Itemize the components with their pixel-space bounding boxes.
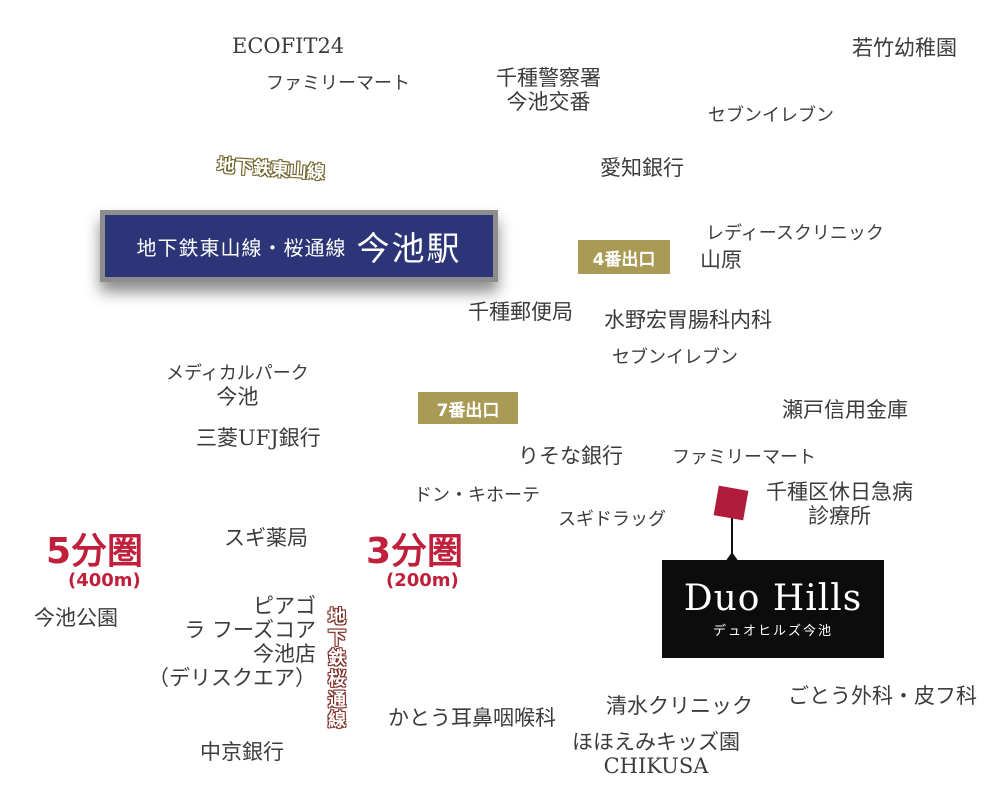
property-pin-stem: [731, 518, 733, 560]
place-familymart-north[interactable]: ファミリーマート: [266, 73, 410, 94]
place-chikusa-post-office[interactable]: 千種郵便局: [468, 300, 573, 324]
property-name: Duo Hills: [683, 577, 863, 619]
place-mufg-bank[interactable]: 三菱UFJ銀行: [196, 426, 321, 450]
sakuradori-line-char: 下: [328, 627, 346, 649]
exit-7-badge[interactable]: 7番出口: [418, 392, 518, 424]
ring-3min-title: 3分圏: [366, 531, 464, 572]
sakuradori-line-char: 桜: [328, 669, 346, 691]
place-chikusa-police[interactable]: 千種警察署 今池交番: [496, 66, 601, 114]
place-line: ほほえみキッズ園: [572, 730, 740, 754]
sakuradori-line-char: 通: [328, 689, 346, 711]
place-chikusa-emergency-clinic[interactable]: 千種区休日急病 診療所: [766, 480, 913, 528]
sakuradori-line-char: 地: [328, 607, 346, 628]
property-pin-icon[interactable]: [713, 485, 749, 521]
place-yamahara[interactable]: 山原: [700, 248, 742, 272]
ring-3min-distance: (200m): [386, 570, 459, 591]
place-seven-eleven-north[interactable]: セブンイレブン: [708, 105, 834, 126]
place-hohoemi-kids[interactable]: ほほえみキッズ園 CHIKUSA: [572, 730, 740, 778]
sakuradori-line-char: 鉄: [328, 648, 346, 670]
place-don-quijote[interactable]: ドン・キホーテ: [414, 485, 540, 506]
place-seto-shinkin-bank[interactable]: 瀬戸信用金庫: [782, 398, 908, 422]
exit-4-badge[interactable]: 4番出口: [578, 240, 670, 274]
place-ecofit24[interactable]: ECOFIT24: [232, 34, 345, 58]
place-imaike-park[interactable]: 今池公園: [34, 606, 118, 630]
place-line: 診療所: [808, 504, 871, 529]
property-pin-pointer: [725, 552, 739, 562]
place-familymart-east[interactable]: ファミリーマート: [672, 447, 816, 468]
place-line: ピアゴ: [253, 594, 316, 618]
place-goto-clinic[interactable]: ごとう外科・皮フ科: [788, 684, 977, 708]
place-ladies-clinic[interactable]: レディースクリニック: [706, 223, 884, 244]
place-kato-ent-clinic[interactable]: かとう耳鼻咽喉科: [388, 706, 556, 730]
place-shimizu-clinic[interactable]: 清水クリニック: [606, 694, 753, 718]
place-aichi-bank[interactable]: 愛知銀行: [600, 156, 684, 180]
imaike-station-sign[interactable]: 地下鉄東山線・桜通線 今池駅: [100, 210, 498, 282]
ring-5min-distance: (400m): [68, 570, 141, 591]
place-line: （デリスクエア）: [148, 666, 316, 691]
place-resona-bank[interactable]: りそな銀行: [518, 444, 623, 468]
place-sugi-drug[interactable]: スギドラッグ: [558, 509, 666, 530]
place-chukyo-bank[interactable]: 中京銀行: [200, 740, 284, 764]
place-medical-park[interactable]: メディカルパーク 今池: [166, 363, 309, 409]
place-line: 千種区休日急病: [766, 480, 913, 504]
place-line: 今池店: [253, 642, 316, 667]
place-line: CHIKUSA: [603, 754, 709, 779]
higashiyama-line-tag: 地下鉄東山線: [216, 155, 326, 184]
place-sugi-pharmacy[interactable]: スギ薬局: [224, 526, 308, 550]
place-mizuno-clinic[interactable]: 水野宏胃腸科内科: [604, 308, 772, 332]
sakuradori-line-char: 線: [328, 710, 346, 732]
station-lines-label: 地下鉄東山線・桜通線: [136, 235, 347, 260]
place-seven-eleven-center[interactable]: セブンイレブン: [612, 347, 738, 368]
place-piago[interactable]: ピアゴ ラ フーズコア 今池店 （デリスクエア）: [148, 594, 316, 691]
place-wakatake-kindergarten[interactable]: 若竹幼稚園: [852, 36, 957, 60]
station-name: 今池駅: [356, 229, 462, 268]
ring-5min-title: 5分圏: [46, 531, 144, 572]
place-line: 今池: [216, 384, 259, 409]
place-line: 千種警察署: [496, 66, 601, 90]
place-line: ラ フーズコア: [184, 618, 316, 643]
sakuradori-line-tag: 地 下 鉄 桜 通 線: [324, 607, 350, 732]
place-line: メディカルパーク: [166, 363, 309, 384]
place-line: 今池交番: [506, 90, 591, 115]
property-label-box[interactable]: Duo Hills デュオヒルズ今池: [662, 560, 884, 658]
property-subtitle: デュオヒルズ今池: [712, 624, 833, 640]
